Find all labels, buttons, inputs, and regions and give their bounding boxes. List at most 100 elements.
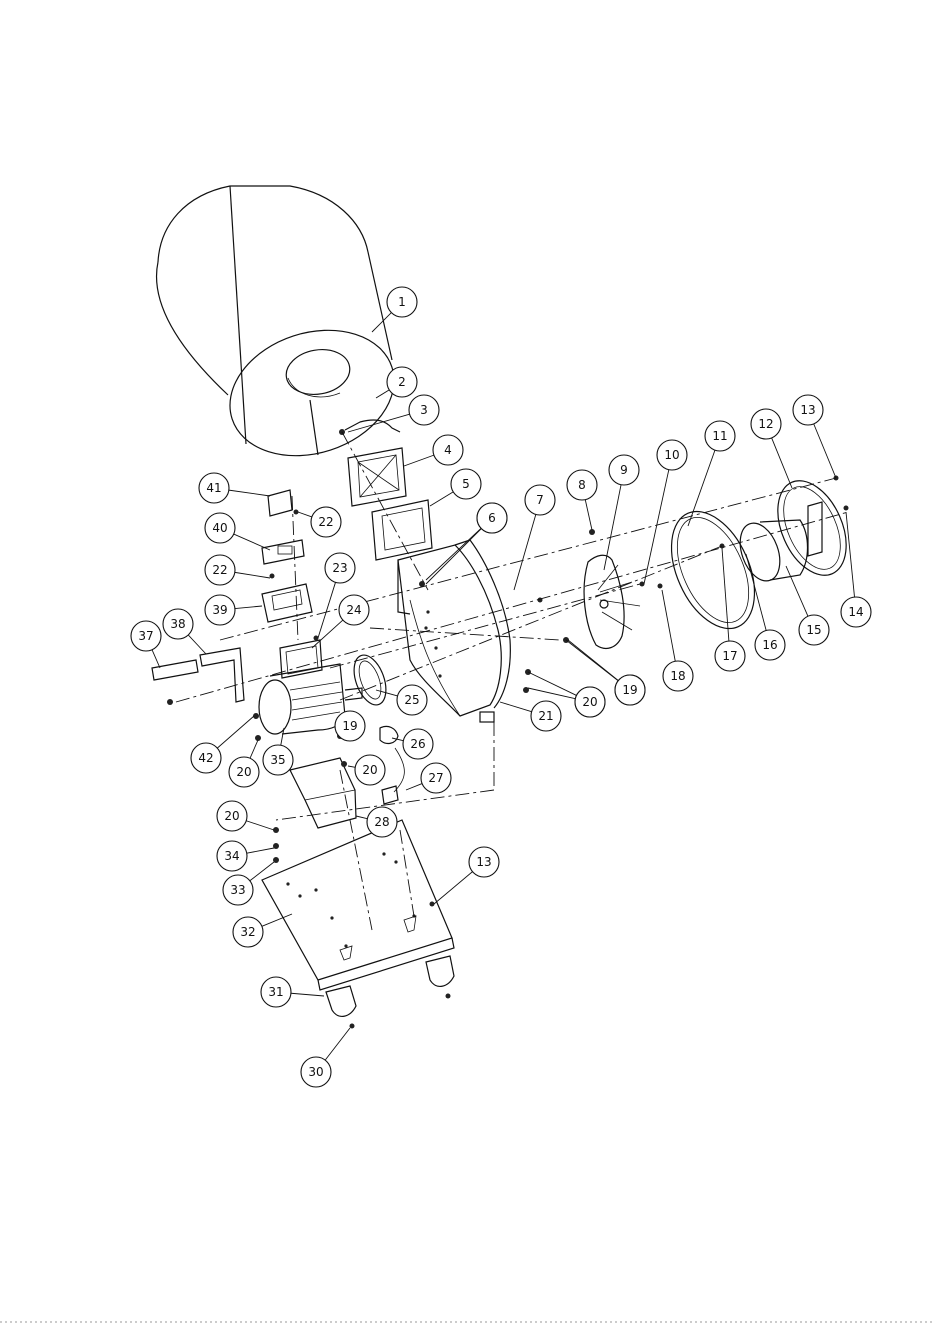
callout-number: 16 (762, 638, 777, 652)
callout-22: 22 (205, 555, 270, 585)
callout-number: 19 (342, 719, 357, 733)
leader-line (514, 514, 536, 590)
callout-31: 31 (261, 977, 324, 1007)
leader-line (235, 572, 270, 578)
callout-number: 27 (428, 771, 443, 785)
leader-line (406, 784, 422, 790)
callout-8: 8 (567, 470, 597, 530)
callout-number: 17 (722, 649, 737, 663)
callout-number: 39 (212, 603, 227, 617)
callout-34: 34 (217, 841, 274, 871)
leader-line (430, 492, 453, 506)
leader-line (250, 740, 258, 758)
callout-15: 15 (786, 566, 829, 645)
handle-drawing (152, 648, 244, 702)
callout-14: 14 (841, 512, 871, 627)
callout-37: 37 (131, 621, 161, 668)
callout-27: 27 (406, 763, 451, 793)
callout-number: 20 (236, 765, 251, 779)
callout-number: 15 (806, 623, 821, 637)
callout-11: 11 (688, 421, 735, 526)
callout-number: 42 (198, 751, 213, 765)
callout-number: 28 (374, 815, 389, 829)
leader-line (786, 566, 808, 616)
callout-number: 18 (670, 669, 685, 683)
callout-number: 41 (206, 481, 221, 495)
callout-number: 1 (398, 295, 406, 309)
switch-box-drawing (262, 490, 312, 622)
callout-number: 31 (268, 985, 283, 999)
callout-number: 34 (224, 849, 239, 863)
callout-number: 8 (578, 478, 586, 492)
callout-number: 14 (848, 605, 863, 619)
callout-number: 6 (488, 511, 496, 525)
inlet-cone-drawing (733, 470, 860, 586)
callout-number: 3 (420, 403, 428, 417)
base-plate-drawing (262, 820, 454, 1029)
callout-number: 26 (410, 737, 425, 751)
callout-layer: 1234567891011121314151617181920216412240… (131, 287, 871, 1087)
callout-2: 2 (376, 367, 417, 398)
leader-line (566, 640, 618, 681)
callout-20: 20 (348, 755, 385, 785)
callout-7: 7 (514, 485, 555, 590)
leader-line (814, 424, 836, 478)
leader-line (604, 485, 621, 570)
inlet-flange-drawing (345, 420, 432, 560)
leader-line (500, 702, 532, 712)
leader-line (325, 1028, 350, 1060)
leader-line (644, 470, 669, 584)
callout-number: 19 (622, 683, 637, 697)
callout-number: 7 (536, 493, 544, 507)
callout-number: 33 (230, 883, 245, 897)
callout-number: 22 (212, 563, 227, 577)
callout-number: 25 (404, 693, 419, 707)
leader-line (426, 529, 481, 584)
callout-20: 20 (229, 740, 259, 787)
callout-6: 6 (426, 503, 507, 584)
leader-line (404, 455, 434, 466)
leader-line (426, 528, 481, 580)
callout-28: 28 (356, 807, 397, 837)
callout-35: 35 (263, 728, 293, 775)
callout-number: 5 (462, 477, 470, 491)
leader-line (250, 862, 274, 881)
callout-number: 4 (444, 443, 452, 457)
callout-number: 35 (270, 753, 285, 767)
callout-41: 41 (199, 473, 270, 503)
callout-number: 20 (582, 695, 597, 709)
callout-number: 13 (476, 855, 491, 869)
callout-10: 10 (644, 440, 687, 584)
callout-9: 9 (604, 455, 639, 570)
callout-number: 20 (224, 809, 239, 823)
callout-13: 13 (434, 847, 499, 904)
leader-line (846, 512, 855, 597)
callout-number: 13 (800, 403, 815, 417)
callout-26: 26 (392, 729, 433, 759)
leader-line (528, 688, 575, 699)
impeller-drawing (584, 499, 771, 649)
leader-line (229, 490, 270, 496)
callout-38: 38 (163, 609, 206, 654)
callout-number: 38 (170, 617, 185, 631)
leader-line (434, 872, 473, 904)
callout-30: 30 (301, 1028, 350, 1087)
filter-bag-drawing (157, 186, 411, 476)
callout-number: 24 (346, 603, 361, 617)
callout-number: 23 (332, 561, 347, 575)
callout-19: 19 (335, 711, 365, 741)
callout-number: 9 (620, 463, 628, 477)
callout-21: 21 (500, 701, 561, 731)
leader-line (312, 620, 343, 648)
leader-line (772, 438, 792, 488)
callout-3: 3 (348, 395, 439, 432)
leader-line (722, 548, 729, 641)
leader-line (528, 672, 576, 695)
callout-number: 21 (538, 709, 553, 723)
callout-17: 17 (715, 548, 745, 671)
callout-20: 20 (217, 801, 274, 831)
callout-number: 22 (318, 515, 333, 529)
callout-number: 37 (138, 629, 153, 643)
callout-18: 18 (662, 590, 693, 691)
